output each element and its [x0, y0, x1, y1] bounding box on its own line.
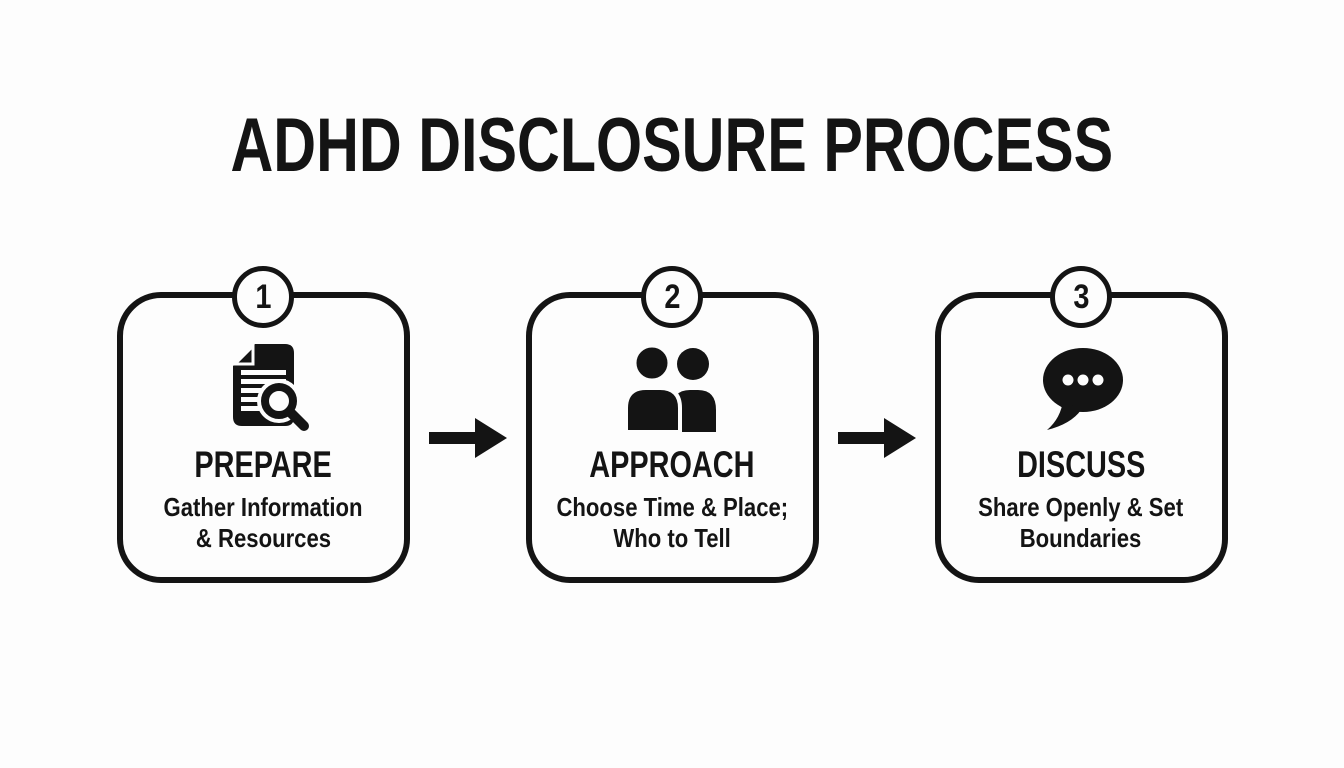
step-number: 3: [1072, 278, 1090, 316]
step-subtitle: Gather Information & Resources: [146, 492, 380, 554]
step-number-badge: 3: [1050, 266, 1112, 328]
page-title: ADHD DISCLOSURE PROCESS: [0, 108, 1344, 184]
people-icon: [612, 340, 732, 436]
speech-bubble-icon-svg: [1043, 348, 1123, 430]
page-title-text: ADHD DISCLOSURE PROCESS: [230, 103, 1114, 188]
step-title: PREPARE: [194, 444, 332, 485]
step-card-discuss: 3 DISCUSS Share Openly & Set Boundaries: [934, 266, 1228, 583]
right-arrow-icon: [837, 417, 916, 458]
step-subtitle: Choose Time & Place; Who to Tell: [536, 492, 809, 554]
step-card-prepare: 1 P: [116, 266, 410, 583]
people-icon-svg: [624, 344, 716, 434]
step-number-badge: 2: [641, 266, 703, 328]
document-search-icon-svg: [231, 342, 309, 431]
document-search-icon: [203, 340, 323, 436]
step-number-badge: 1: [232, 266, 294, 328]
step-card-approach: 2 APPROACH Choose Time & Place; Who to T…: [525, 266, 819, 583]
step-subtitle-line2: Boundaries: [1020, 523, 1142, 554]
speech-bubble-icon: [1021, 340, 1141, 436]
step-number: 1: [254, 278, 272, 316]
step-subtitle-line1: Share Openly & Set: [978, 492, 1184, 522]
right-arrow-icon: [428, 417, 507, 458]
step-title: APPROACH: [589, 444, 755, 485]
flow-arrow-1: [410, 292, 526, 583]
step-subtitle-line2: Who to Tell: [613, 523, 731, 554]
process-flow: 1 P: [0, 260, 1344, 583]
step-title: DISCUSS: [1016, 444, 1146, 485]
step-subtitle-line1: Gather Information: [163, 492, 363, 522]
step-subtitle-line2: & Resources: [195, 523, 331, 554]
step-subtitle-line1: Choose Time & Place;: [556, 492, 788, 522]
step-number: 2: [663, 278, 681, 316]
step-subtitle: Share Openly & Set Boundaries: [960, 492, 1201, 554]
flow-arrow-2: [819, 292, 935, 583]
